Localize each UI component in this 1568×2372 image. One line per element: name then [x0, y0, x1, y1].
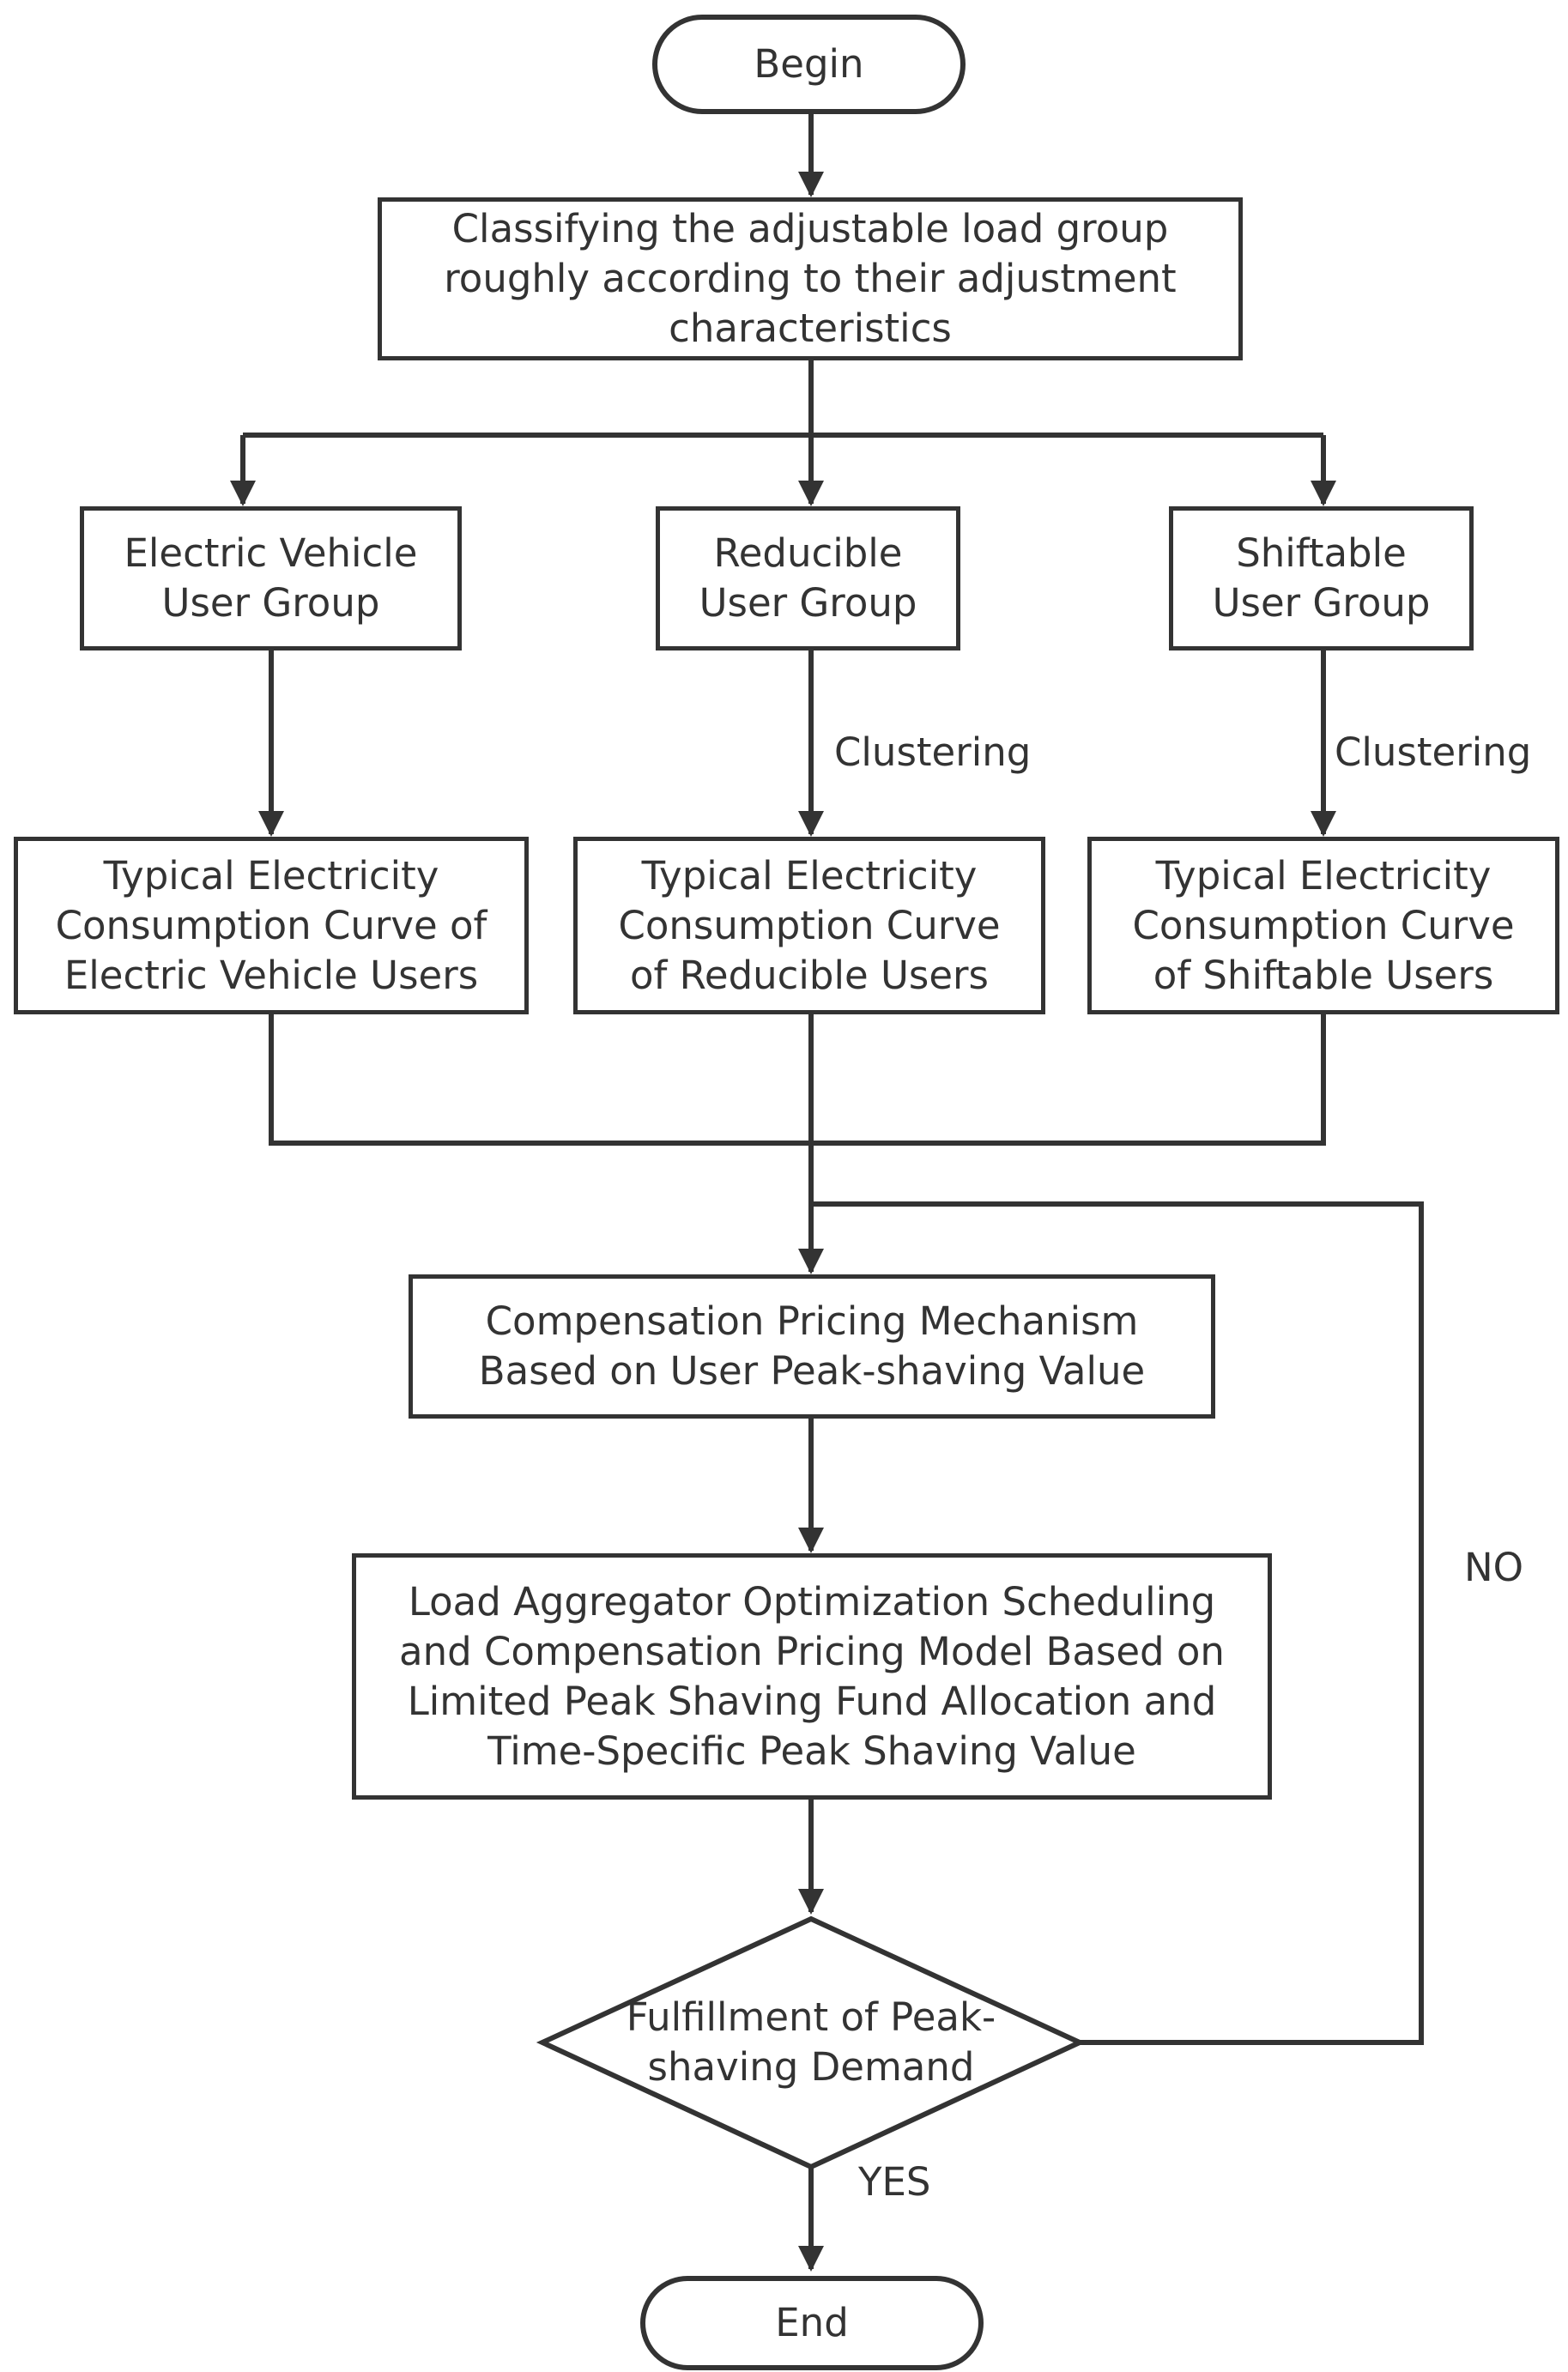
reducible-user-group-label: Reducible User Group — [699, 530, 917, 626]
yes-branch-label: YES — [858, 2159, 931, 2205]
compensation-mechanism-box: Compensation Pricing Mechanism Based on … — [409, 1274, 1215, 1419]
classify-step-label: Classifying the adjustable load group ro… — [444, 206, 1177, 351]
aggregator-model-box: Load Aggregator Optimization Scheduling … — [352, 1553, 1272, 1800]
reducible-user-group-box: Reducible User Group — [656, 506, 960, 650]
ev-user-group-box: Electric Vehicle User Group — [80, 506, 462, 650]
compensation-mechanism-label: Compensation Pricing Mechanism Based on … — [478, 1298, 1146, 1394]
merge-ev-curve — [269, 1014, 811, 1146]
shiftable-user-group-box: Shiftable User Group — [1169, 506, 1474, 650]
ev-curve-label: Typical Electricity Consumption Curve of… — [55, 852, 487, 998]
shiftable-curve-box: Typical Electricity Consumption Curve of… — [1087, 837, 1559, 1014]
shiftable-user-group-label: Shiftable User Group — [1212, 530, 1431, 626]
classify-step-box: Classifying the adjustable load group ro… — [378, 197, 1243, 360]
reducible-curve-label: Typical Electricity Consumption Curve of… — [618, 852, 1001, 998]
no-loop-line — [811, 1201, 1424, 2045]
clustering-label-reducible: Clustering — [834, 729, 1032, 775]
shiftable-curve-label: Typical Electricity Consumption Curve of… — [1132, 852, 1515, 998]
reducible-curve-box: Typical Electricity Consumption Curve of… — [573, 837, 1045, 1014]
end-label: End — [775, 2300, 849, 2345]
ev-user-group-label: Electric Vehicle User Group — [124, 530, 418, 626]
decision-label: Fulfillment of Peak- shaving Demand — [626, 1994, 996, 2090]
aggregator-model-label: Load Aggregator Optimization Scheduling … — [399, 1578, 1225, 1774]
ev-curve-box: Typical Electricity Consumption Curve of… — [14, 837, 529, 1014]
begin-label: Begin — [754, 41, 864, 87]
no-branch-label: NO — [1464, 1545, 1524, 1590]
merge-shiftable-curve — [811, 1014, 1326, 1146]
end-terminal: End — [640, 2276, 984, 2370]
begin-terminal: Begin — [652, 15, 966, 114]
decision-diamond — [536, 1915, 1087, 2170]
clustering-label-shiftable: Clustering — [1335, 729, 1532, 775]
